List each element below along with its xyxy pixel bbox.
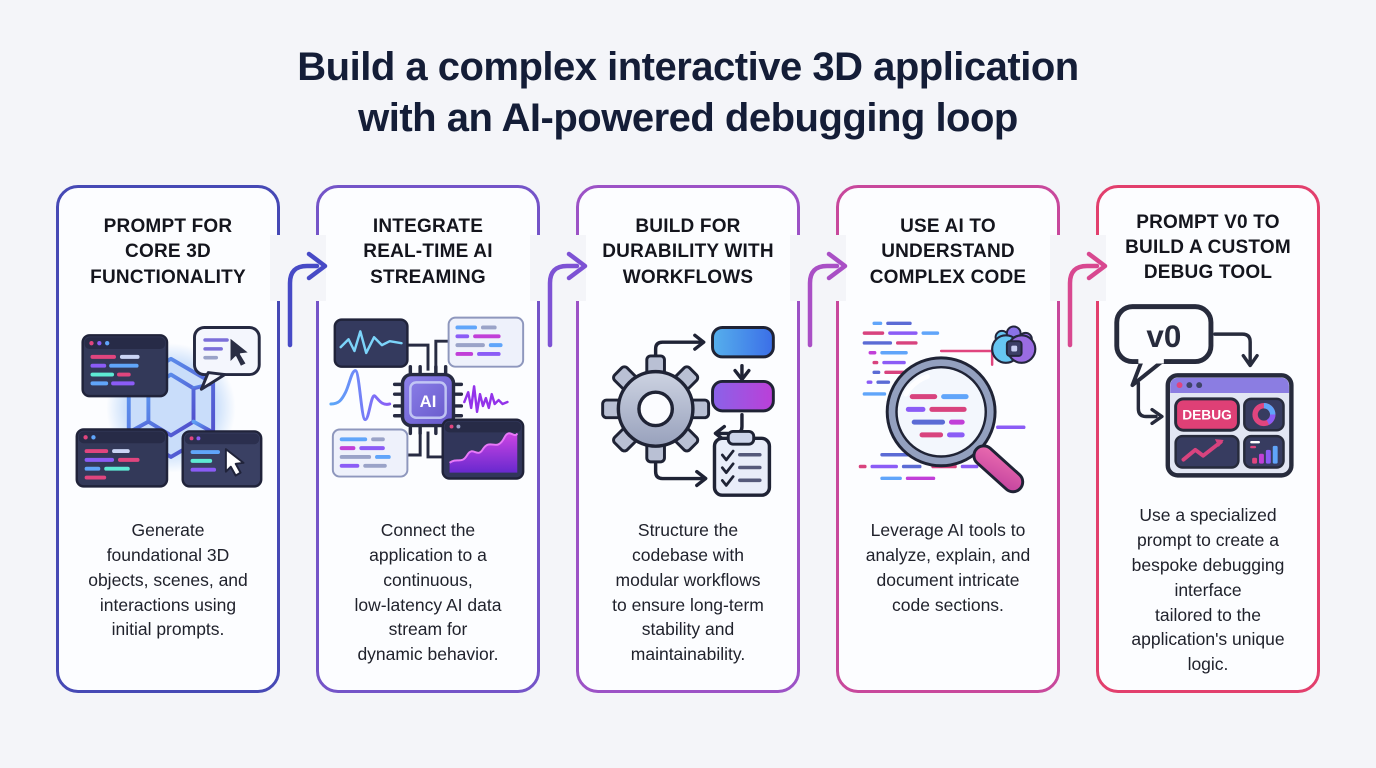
code-window-icon	[81, 334, 169, 398]
step-2-heading: INTEGRATE REAL-TIME AI STREAMING	[363, 216, 493, 288]
step-card-5: PROMPT V0 TO BUILD A CUSTOM DEBUG TOOL v…	[1096, 185, 1320, 693]
flow-arrow-3	[790, 235, 848, 348]
gear-workflow-icon	[585, 300, 791, 506]
gear-icon	[601, 354, 711, 464]
code-panel-icon	[331, 428, 409, 478]
code-window-icon	[75, 428, 169, 488]
cube-3d-icon	[65, 300, 271, 506]
step-1-description: Generate foundational 3D objects, scenes…	[88, 520, 248, 640]
flow-arrow-1	[270, 235, 328, 348]
v0-debug-dashboard-icon: v0 DEBUG	[1105, 291, 1311, 491]
page-title-line1: Build a complex interactive 3D applicati…	[297, 45, 1079, 89]
debug-button: DEBUG	[1174, 397, 1240, 432]
step-4-heading: USE AI TO UNDERSTAND COMPLEX CODE	[869, 216, 1027, 288]
chip-label: AI	[420, 392, 437, 411]
step-card-2: INTEGRATE REAL-TIME AI STREAMING	[316, 185, 540, 693]
ai-brain-icon	[991, 325, 1037, 364]
code-window-cursor-icon	[181, 430, 263, 488]
donut-chart-panel	[1243, 397, 1285, 432]
step-card-1: PROMPT FOR CORE 3D FUNCTIONALITY	[56, 185, 280, 693]
step-card-4: USE AI TO UNDERSTAND COMPLEX CODE	[836, 185, 1060, 693]
flow-arrow-2	[530, 235, 588, 348]
bar-chart-panel	[1243, 435, 1285, 469]
step-4-description: Leverage AI tools to analyze, explain, a…	[865, 520, 1031, 615]
step-5-description: Use a specialized prompt to create a bes…	[1131, 505, 1285, 675]
step-1-heading: PROMPT FOR CORE 3D FUNCTIONALITY	[90, 216, 246, 288]
flow-node-purple	[711, 379, 775, 413]
chart-panel-icon	[441, 418, 525, 480]
waveform-line-icon	[463, 385, 509, 414]
ai-chip-streaming-icon: AI	[325, 300, 531, 506]
clipboard-checklist-icon	[712, 429, 772, 497]
step-2-description: Connect the application to a continuous,…	[354, 520, 502, 665]
steps-row: PROMPT FOR CORE 3D FUNCTIONALITY	[0, 185, 1376, 693]
step-3-heading: BUILD FOR DURABILITY WITH WORKFLOWS	[602, 216, 774, 288]
line-chart-panel	[1174, 435, 1240, 469]
step-card-3: BUILD FOR DURABILITY WITH WORKFLOWS	[576, 185, 800, 693]
prompt-bubble-icon	[193, 325, 261, 391]
step-3-description: Structure the codebase with modular work…	[612, 520, 764, 665]
debug-dashboard-window: DEBUG	[1165, 373, 1294, 478]
waveform-line-icon	[329, 369, 392, 422]
page-title-line2: with an AI-powered debugging loop	[358, 96, 1018, 141]
waveform-panel-icon	[333, 318, 409, 368]
v0-label: v0	[1146, 319, 1181, 354]
code-panel-icon	[447, 316, 525, 368]
debug-label: DEBUG	[1182, 408, 1232, 423]
magnifier-code-icon	[845, 300, 1051, 506]
page-title: Build a complex interactive 3D applicati…	[0, 42, 1376, 144]
connector-arrows	[1136, 332, 1259, 426]
flow-node-blue	[711, 325, 775, 359]
magnifying-glass-icon	[885, 356, 1025, 494]
flow-arrow-4	[1050, 235, 1108, 348]
step-5-heading: PROMPT V0 TO BUILD A CUSTOM DEBUG TOOL	[1125, 212, 1291, 284]
v0-bubble-icon: v0	[1114, 304, 1214, 388]
